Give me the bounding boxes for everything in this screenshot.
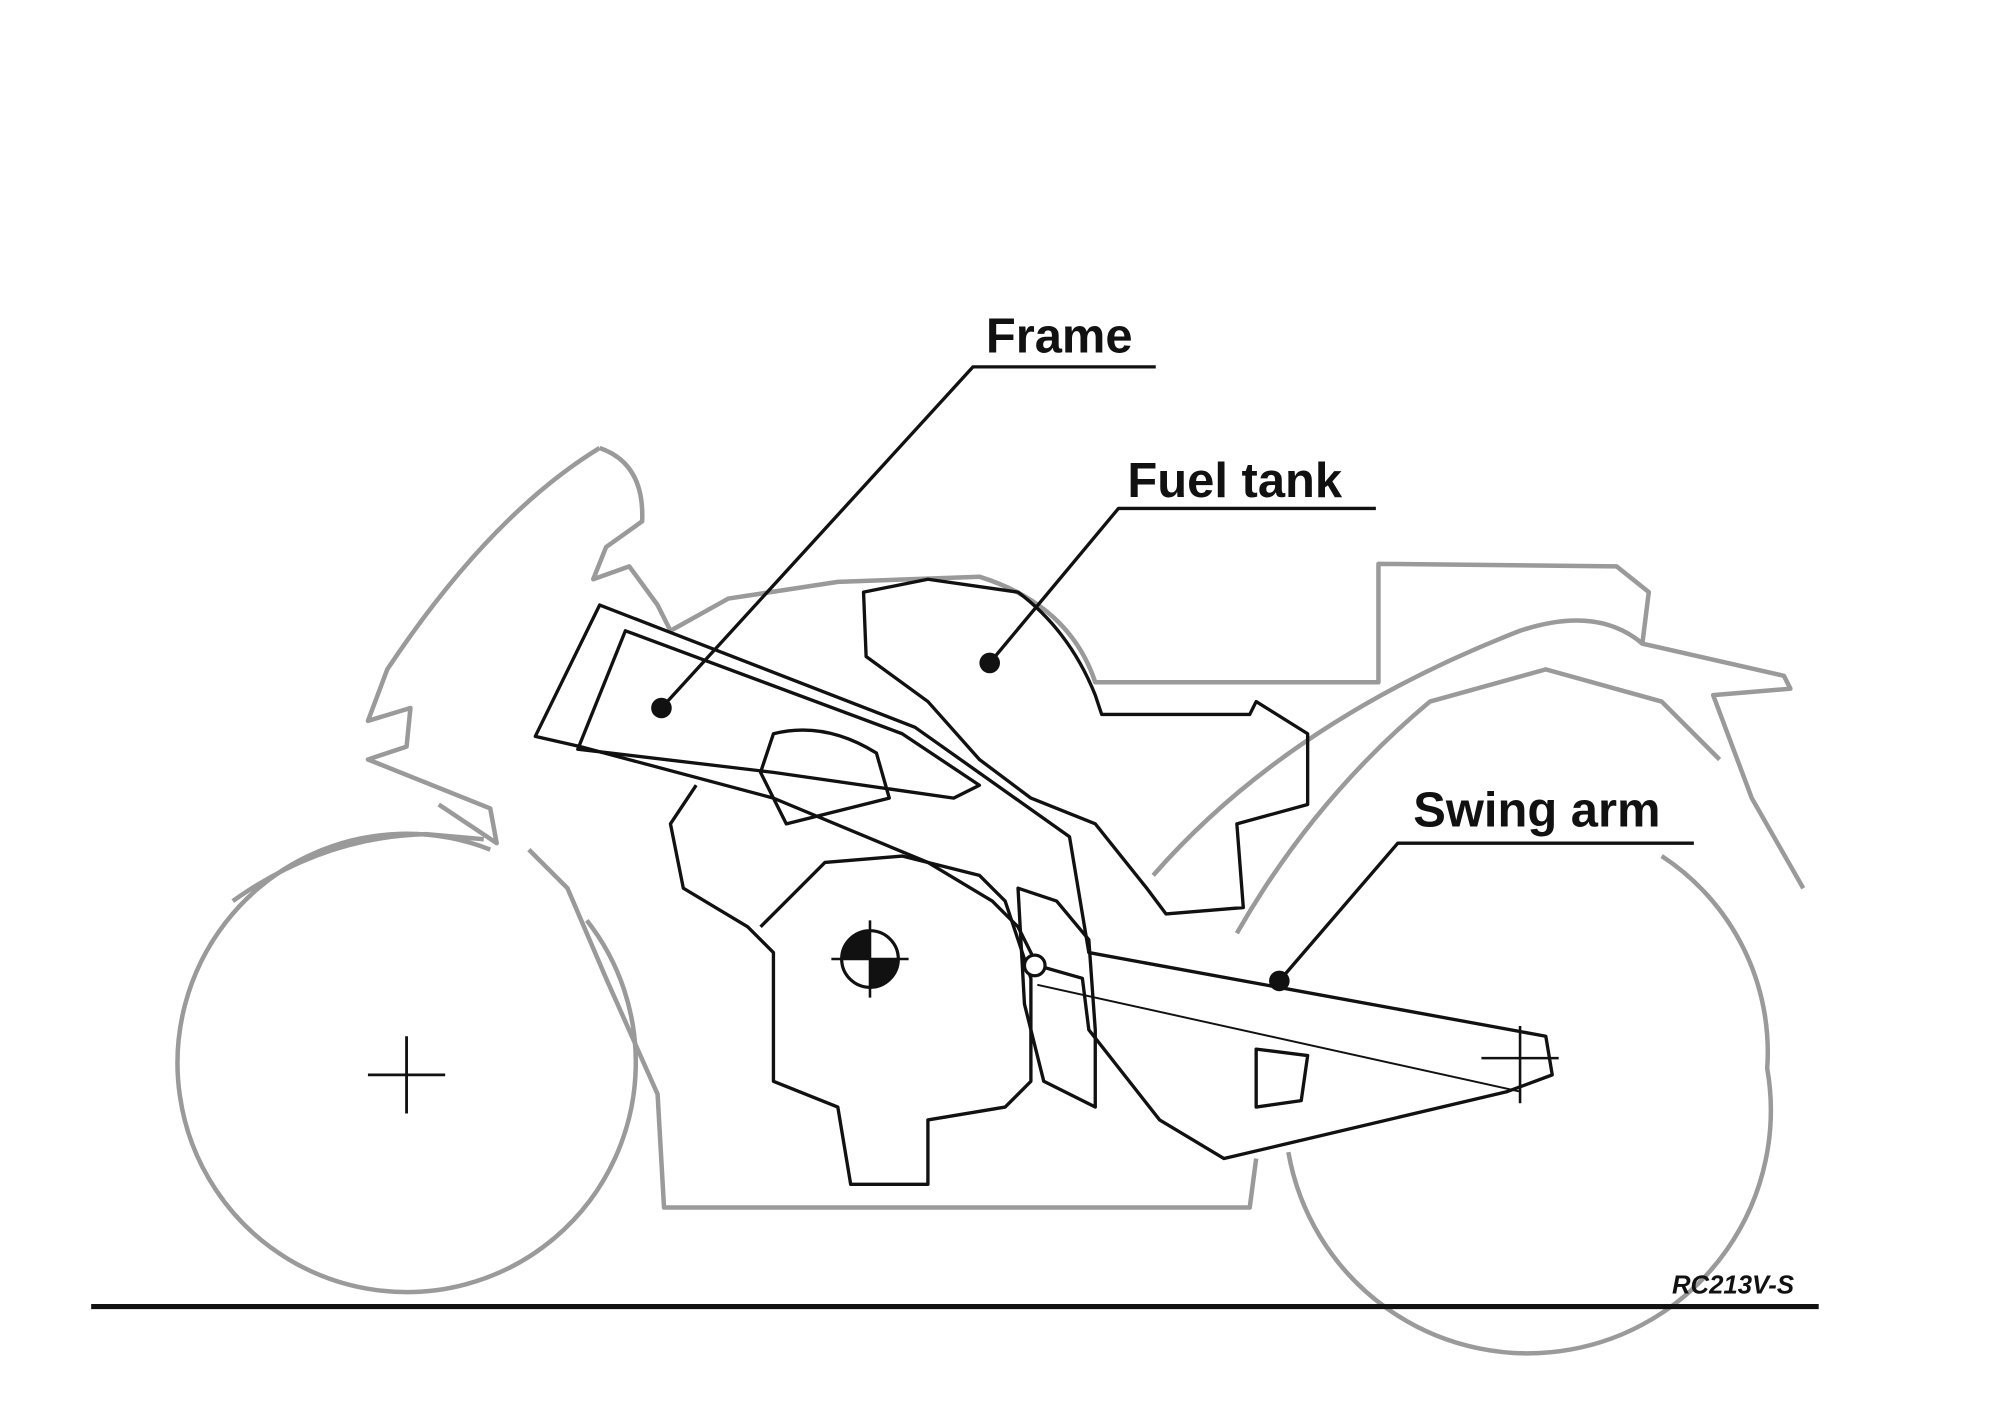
center-of-gravity-icon	[831, 920, 909, 998]
bodywork-outline	[365, 445, 1806, 1210]
frame-label: Frame	[986, 310, 1133, 364]
frame-callout: Frame	[651, 310, 1156, 719]
fuel-tank-callout: Fuel tank	[979, 454, 1376, 674]
swing-arm-pivot	[1022, 953, 1047, 978]
fuel-tank-label: Fuel tank	[1127, 454, 1342, 508]
swing-arm-callout: Swing arm	[1269, 783, 1694, 992]
rear-axle-mark	[1037, 983, 1559, 1104]
front-wheel	[175, 831, 638, 1295]
rear-wheel	[1286, 854, 1774, 1356]
engine-and-tank-outline	[533, 577, 1554, 1186]
model-label: RC213V-S	[1672, 1272, 1794, 1300]
swing-arm-label: Swing arm	[1413, 783, 1660, 837]
